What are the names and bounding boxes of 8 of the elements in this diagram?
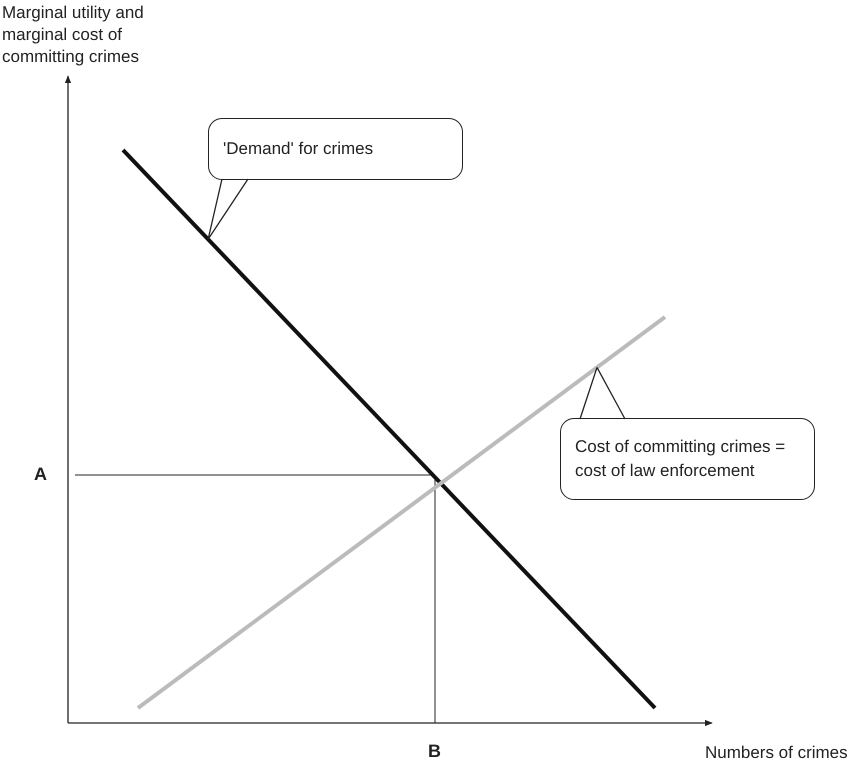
leader-line bbox=[207, 178, 223, 240]
speech-bubble: Cost of committing crimes = cost of law enforcement bbox=[560, 418, 815, 500]
point-label: A bbox=[34, 463, 47, 485]
point-label: B bbox=[428, 740, 441, 762]
axis-title: Marginal utility and marginal cost of committing crimes bbox=[2, 2, 145, 68]
speech-bubble: 'Demand' for crimes bbox=[208, 118, 463, 180]
axis-title: Numbers of crimes bbox=[705, 742, 848, 763]
leader-line bbox=[579, 367, 598, 420]
